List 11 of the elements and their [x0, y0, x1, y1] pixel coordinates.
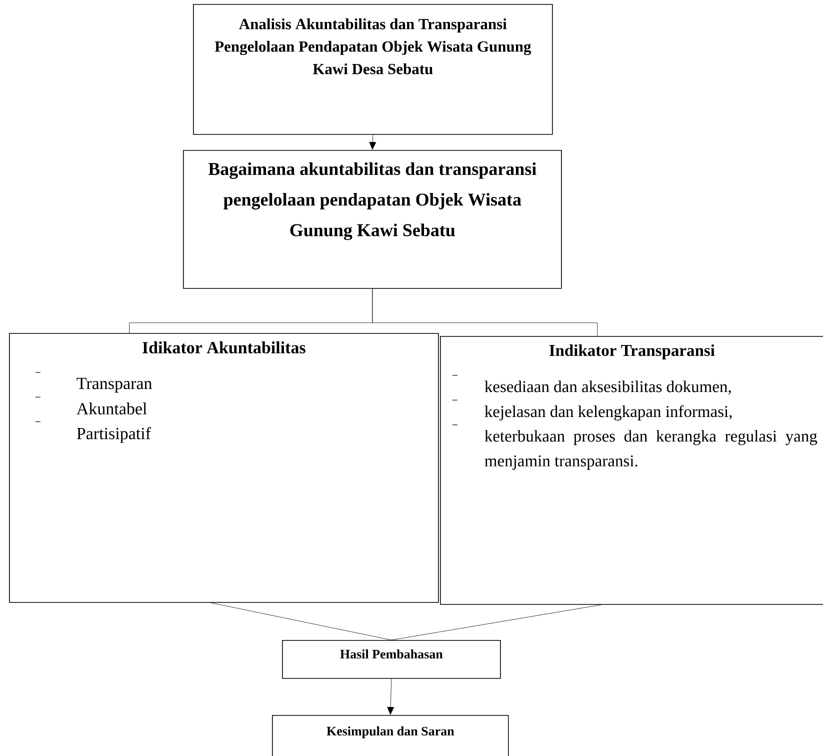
connector-line — [391, 604, 602, 640]
process-box: Analisis Akuntabilitas dan Transparansi Pengelolaan Pendapatan Objek Wisata Gunung Kawi Desa Sebatu — [193, 4, 553, 135]
indicator-box: Indikator Transparansi kesediaan dan aksesibilitas dokumen, kejelasan dan kelengkapan informasi, keterbukaan proses dan kerangka regulasi yang menjamin transparansi. — [440, 336, 823, 605]
connector-line — [372, 288, 598, 336]
indicator-box: Idikator Akuntabilitas Transparan Akuntabel Partisipatif — [9, 333, 439, 603]
process-box: Hasil Pembahasan — [282, 640, 501, 679]
process-box: Kesimpulan dan Saran — [272, 715, 509, 756]
process-box: Bagaimana akuntabilitas dan transparansi pengelolaan pendapatan Objek Wisata Gunung Kawi Sebatu — [183, 150, 562, 289]
arrow — [387, 678, 394, 715]
connector-line — [210, 602, 392, 640]
arrow — [369, 134, 376, 150]
